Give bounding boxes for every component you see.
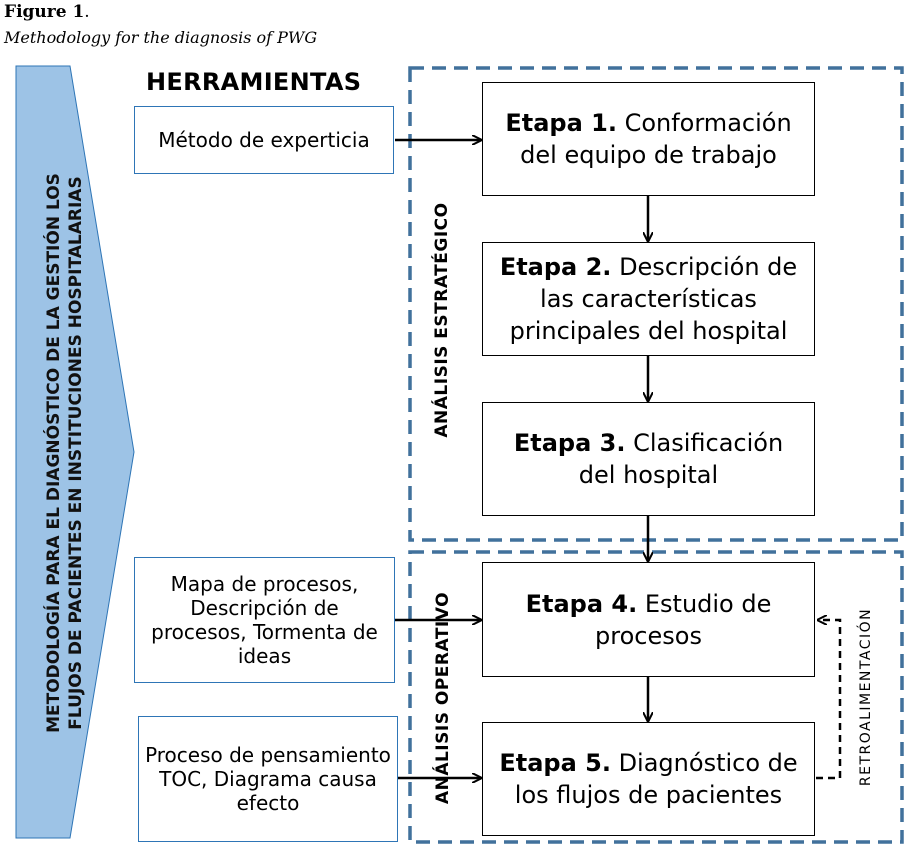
stage-3-label: Etapa 3.: [513, 429, 626, 457]
side-banner-shape: [15, 65, 135, 839]
phase-label-strategic: ANÁLISIS ESTRATÉGICO: [432, 202, 452, 438]
stage-box-1: Etapa 1. Conformación del equipo de trab…: [482, 82, 815, 196]
tool-box-2: Mapa de procesos, Descripción de proceso…: [134, 557, 395, 683]
operative-region: [408, 550, 904, 844]
stage-5-text: Diagnóstico de los flujos de pacientes: [514, 749, 798, 809]
figure-label: Figure 1.: [4, 2, 90, 22]
tools-header: HERRAMIENTAS: [146, 68, 362, 96]
strategic-region: [408, 66, 904, 542]
feedback-loop: [816, 620, 842, 780]
side-banner-text: METODOLOGÍA PARA EL DIAGNÓSTICO DE LA GE…: [44, 173, 86, 733]
stage-4-text: Estudio de procesos: [595, 589, 772, 650]
stage-1-text: Conformación del equipo de trabajo: [520, 109, 792, 169]
feedback-label: RETROALIMENTACIÓN: [858, 607, 874, 787]
tool-box-1: Método de experticia: [134, 106, 394, 174]
phase-label-operative: ANÁLISIS OPERATIVO: [433, 591, 453, 805]
stage-2-text: Descripción de las características princ…: [509, 253, 798, 345]
stage-box-4: Etapa 4. Estudio de procesos: [482, 562, 815, 677]
stage-box-5: Etapa 5. Diagnóstico de los flujos de pa…: [482, 722, 815, 836]
tool-box-3: Proceso de pensamiento TOC, Diagrama cau…: [138, 716, 398, 842]
figure-caption: Methodology for the diagnosis of PWG: [4, 28, 318, 47]
stage-4-label: Etapa 4.: [525, 589, 638, 618]
stage-3-text: Clasificación del hospital: [578, 429, 784, 489]
stage-box-2: Etapa 2. Descripción de las característi…: [482, 242, 815, 356]
stage-1-label: Etapa 1.: [505, 109, 617, 137]
stage-2-label: Etapa 2.: [499, 253, 612, 281]
stage-5-label: Etapa 5.: [499, 749, 611, 777]
stage-box-3: Etapa 3. Clasificación del hospital: [482, 402, 815, 516]
